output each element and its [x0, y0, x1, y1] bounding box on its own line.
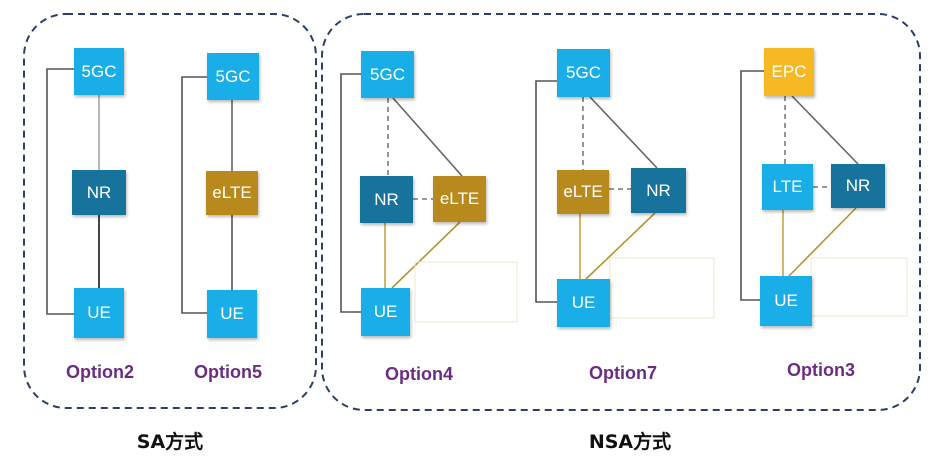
option2-label: Option2: [66, 362, 134, 382]
option3-epc-core-node: EPC: [764, 48, 814, 96]
option2-nr-node: NR: [72, 170, 126, 215]
option3-lines: [740, 70, 908, 317]
option7-elte-node: eLTE: [557, 170, 609, 214]
option2-ue-node: UE: [74, 288, 124, 338]
option2-core-node: 5GC: [74, 48, 124, 95]
option3-nr-node: NR: [831, 164, 885, 208]
option4-lines: [340, 73, 518, 323]
option2-lines: [46, 68, 100, 315]
option5-core-node: 5GC: [207, 53, 259, 100]
option7-core-node: 5GC: [557, 49, 610, 97]
option5-ue-node: UE: [207, 290, 257, 338]
option4-core-node: 5GC: [361, 51, 414, 98]
option4-elte-node: eLTE: [433, 176, 486, 222]
option3-ue-node: UE: [760, 276, 812, 326]
option3-lte-node: LTE: [762, 164, 813, 210]
option5-elte-node: eLTE: [206, 171, 258, 215]
option7-nr-node: NR: [631, 168, 686, 213]
option7-lines: [535, 80, 715, 319]
option3-label: Option3: [787, 360, 855, 380]
option4-ue-node: UE: [361, 288, 410, 336]
sa-group-label: SA方式: [136, 431, 204, 453]
option7-label: Option7: [589, 363, 657, 383]
option5-label: Option5: [194, 362, 262, 382]
option4-nr-node: NR: [360, 176, 413, 223]
option4-label: Option4: [385, 364, 453, 384]
option5-lines: [181, 76, 233, 314]
nsa-group-label: NSA方式: [588, 431, 672, 453]
nsa-group-border: [321, 13, 921, 411]
option7-ue-node: UE: [557, 279, 610, 327]
sa-group-border: [23, 13, 317, 409]
